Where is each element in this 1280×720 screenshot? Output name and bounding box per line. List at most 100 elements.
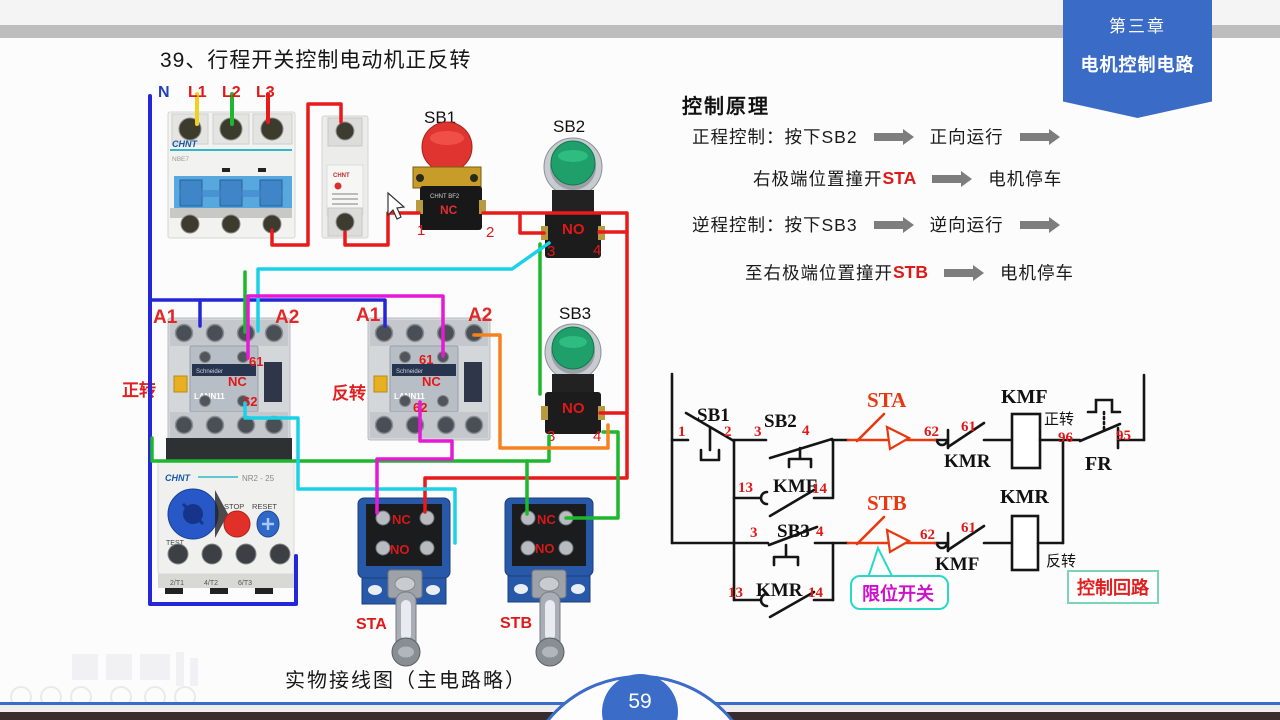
principle-text: 右极端位置撞开 bbox=[753, 169, 883, 189]
relay-stop-label: STOP bbox=[224, 502, 244, 511]
relay-reset-label: RESET bbox=[252, 502, 277, 511]
t-14b: 14 bbox=[808, 585, 824, 601]
sch-stb-label: STB bbox=[867, 491, 907, 515]
sb1-terminal-2: 2 bbox=[486, 224, 494, 241]
t-2: 2 bbox=[724, 424, 732, 440]
t-62b: 62 bbox=[920, 527, 935, 543]
chapter-title: 电机控制电路 bbox=[1080, 55, 1195, 75]
sch-sb3-label: SB3 bbox=[777, 521, 810, 542]
aux-model: LANN11 bbox=[394, 392, 425, 401]
fuse-1p: CHNT bbox=[321, 115, 369, 239]
sb3-terminal-3: 3 bbox=[547, 428, 555, 445]
kmf-nc-label: NC bbox=[228, 374, 247, 389]
chapter-number: 第三章 bbox=[1109, 17, 1166, 36]
arrow-right-icon bbox=[944, 264, 984, 281]
contactor-kmr: Schneider LANN11 A1 A2 61 NC 62 反转 bbox=[332, 305, 492, 441]
limit-switch-sta: NC NO STA bbox=[356, 497, 451, 667]
kmr-nc-label: NC bbox=[422, 374, 441, 389]
l2-label: L2 bbox=[222, 84, 241, 101]
stb-nc-label: NC bbox=[537, 512, 556, 527]
relay-test-label: TEST bbox=[166, 540, 185, 547]
photo-caption: 实物接线图（主电路略） bbox=[285, 670, 527, 692]
sb3-label: SB3 bbox=[559, 304, 591, 323]
t-13: 13 bbox=[738, 480, 753, 496]
sch-kmr-contact-label: KMR bbox=[756, 580, 803, 601]
stb-no-label: NO bbox=[535, 541, 555, 556]
sb3-no-label: NO bbox=[562, 400, 585, 417]
kmr-61-label: 61 bbox=[419, 352, 433, 367]
limit-switch-symbols bbox=[846, 412, 937, 554]
circuit-breaker-3p: CHNT NBE7 bbox=[167, 111, 296, 239]
relay-term-1: 2/T1 bbox=[170, 580, 184, 587]
sta-nc-label: NC bbox=[392, 512, 411, 527]
principle-text: 逆程控制：按下SB3 bbox=[692, 215, 858, 235]
aux-model: LANN11 bbox=[194, 392, 225, 401]
principle-text: 正向运行 bbox=[929, 127, 1004, 147]
sb2-terminal-3: 3 bbox=[547, 243, 555, 260]
wire-coil-blue bbox=[148, 298, 387, 328]
arrow-right-icon bbox=[1019, 216, 1060, 233]
arrow-right-icon bbox=[1019, 128, 1060, 145]
sta-no-label: NO bbox=[390, 542, 410, 557]
chapter-ribbon: 第三章 电机控制电路 bbox=[1063, 0, 1212, 118]
sch-kmf-contact-label: KMF bbox=[773, 476, 817, 497]
t-4b: 4 bbox=[816, 524, 824, 540]
sta-keyword: STA bbox=[882, 168, 917, 188]
sb2-terminal-4: 4 bbox=[593, 242, 601, 259]
breaker-model: NBE7 bbox=[172, 156, 189, 163]
relay-term-2: 4/T2 bbox=[204, 580, 218, 587]
l3-label: L3 bbox=[256, 84, 275, 101]
n-label: N bbox=[158, 84, 170, 101]
sta-label: STA bbox=[356, 616, 387, 633]
ctrl-callout-text: 控制回路 bbox=[1077, 577, 1150, 598]
sb2-no-label: NO bbox=[562, 221, 585, 238]
sch-sta-label: STA bbox=[867, 388, 907, 412]
sch-forward-label: 正转 bbox=[1044, 411, 1074, 428]
stb-label: STB bbox=[500, 615, 532, 632]
kmf-a2-label: A2 bbox=[275, 307, 299, 328]
stb-keyword: STB bbox=[893, 262, 928, 282]
wiring bbox=[148, 92, 629, 606]
button-sb2: SB2 NO 3 4 bbox=[541, 117, 605, 260]
page-number: 59 bbox=[628, 690, 652, 713]
t-14: 14 bbox=[812, 481, 828, 497]
svg-text:CHNT BF2: CHNT BF2 bbox=[430, 194, 460, 200]
schematic-lines bbox=[670, 372, 1146, 619]
control-schematic: 限位开关 控制回路 SB1 SB2 SB3 KMF KMR STA STB KM… bbox=[670, 372, 1159, 619]
sb2-label: SB2 bbox=[553, 117, 585, 136]
sch-fr-label: FR bbox=[1085, 453, 1112, 475]
wire-red bbox=[270, 102, 343, 247]
principle-text: 电机停车 bbox=[988, 169, 1063, 189]
t-95: 95 bbox=[1116, 428, 1131, 444]
t-13b: 13 bbox=[728, 585, 743, 601]
button-sb1: SB1 CHNT BF2 NC 1 2 bbox=[412, 108, 494, 241]
breaker-brand: CHNT bbox=[172, 139, 198, 149]
arrow-right-icon bbox=[873, 216, 914, 233]
wire-cyan bbox=[256, 241, 551, 333]
principle-text: 正程控制：按下SB2 bbox=[692, 127, 858, 147]
relay-model: NR2 - 25 bbox=[242, 474, 275, 483]
t-4: 4 bbox=[802, 423, 810, 439]
fuse-brand: CHNT bbox=[333, 173, 350, 179]
sch-sb1-label: SB1 bbox=[697, 405, 730, 426]
principle-row-1: 正程控制：按下SB2 正向运行 bbox=[692, 124, 1060, 149]
sb1-terminal-1: 1 bbox=[417, 222, 425, 239]
limit-callout: 限位开关 bbox=[850, 545, 949, 610]
wire-red bbox=[518, 211, 546, 235]
sch-sb2-label: SB2 bbox=[764, 411, 797, 432]
t-62: 62 bbox=[924, 424, 939, 440]
contactor-kmf: Schneider LANN11 A1 A2 61 NC 62 正转 bbox=[122, 307, 299, 464]
t-96: 96 bbox=[1058, 430, 1074, 446]
wire-neutral-blue bbox=[148, 94, 298, 606]
wire-cyan bbox=[243, 401, 457, 545]
sb3-terminal-4: 4 bbox=[593, 428, 601, 445]
sch-kmr-interlock-label: KMR bbox=[944, 451, 991, 472]
principle-row-2: 右极端位置撞开 STA 电机停车 bbox=[753, 166, 1062, 191]
page-title: 39、行程开关控制电动机正反转 bbox=[160, 49, 472, 72]
t-3b: 3 bbox=[750, 525, 758, 541]
principle-text: 电机停车 bbox=[1000, 263, 1074, 283]
kmf-61-label: 61 bbox=[249, 354, 263, 369]
sch-reverse-label: 反转 bbox=[1046, 553, 1076, 570]
sch-kmf-coil-label: KMF bbox=[1001, 386, 1048, 408]
